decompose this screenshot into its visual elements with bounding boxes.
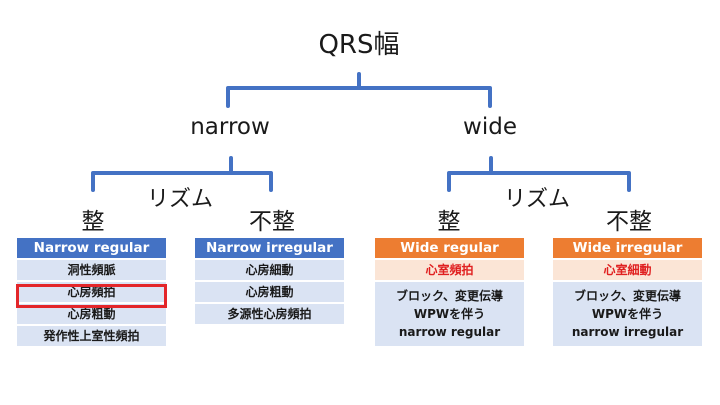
wide-label: wide (463, 114, 517, 140)
narrow-regular-item: 心房粗動 (17, 304, 166, 324)
wide-irregular-header: Wide irregular (553, 238, 702, 258)
narrow-regular-header: Narrow regular (17, 238, 166, 258)
narrow-regular-box: Narrow regular 洞性頻脈 心房頻拍 心房粗動 発作性上室性頻拍 (17, 238, 166, 346)
wide-regular-header: Wide regular (375, 238, 524, 258)
root-bracket (226, 72, 492, 108)
note-line: ブロック、変更伝導 (574, 289, 681, 303)
narrow-bracket (91, 156, 273, 192)
wide-rhythm-label: リズム (503, 187, 570, 212)
narrow-regular-item: 心房頻拍 (17, 282, 166, 302)
narrow-label: narrow (190, 114, 270, 140)
narrow-regular-item: 発作性上室性頻拍 (17, 326, 166, 346)
note-line: narrow irregular (571, 325, 684, 339)
narrow-irregular-item: 多源性心房頻拍 (195, 304, 344, 324)
wide-regular-item: 心室頻拍 (375, 260, 524, 280)
narrow-irregular-label: 不整 (249, 209, 295, 235)
root-label: QRS幅 (318, 30, 400, 60)
narrow-irregular-header: Narrow irregular (195, 238, 344, 258)
narrow-rhythm-label: リズム (146, 187, 213, 212)
note-line: narrow regular (398, 325, 501, 339)
narrow-regular-item: 洞性頻脈 (17, 260, 166, 280)
wide-irregular-box: Wide irregular 心室細動 ブロック、変更伝導 WPWを伴う nar… (553, 238, 702, 346)
wide-regular-label: 整 (437, 209, 461, 235)
narrow-irregular-item: 心房粗動 (195, 282, 344, 302)
wide-regular-box: Wide regular 心室頻拍 ブロック、変更伝導 WPWを伴う narro… (375, 238, 524, 346)
wide-irregular-label: 不整 (606, 209, 652, 235)
wide-irregular-item: 心室細動 (553, 260, 702, 280)
narrow-regular-label: 整 (81, 209, 105, 235)
wide-regular-note: ブロック、変更伝導 WPWを伴う narrow regular (375, 282, 524, 346)
note-line: ブロック、変更伝導 (396, 289, 503, 303)
wide-irregular-note: ブロック、変更伝導 WPWを伴う narrow irregular (553, 282, 702, 346)
note-line: WPWを伴う (413, 307, 486, 321)
highlight-frame (16, 284, 167, 308)
narrow-irregular-item: 心房細動 (195, 260, 344, 280)
narrow-irregular-box: Narrow irregular 心房細動 心房粗動 多源性心房頻拍 (195, 238, 344, 324)
note-line: WPWを伴う (591, 307, 664, 321)
wide-bracket (447, 156, 631, 192)
